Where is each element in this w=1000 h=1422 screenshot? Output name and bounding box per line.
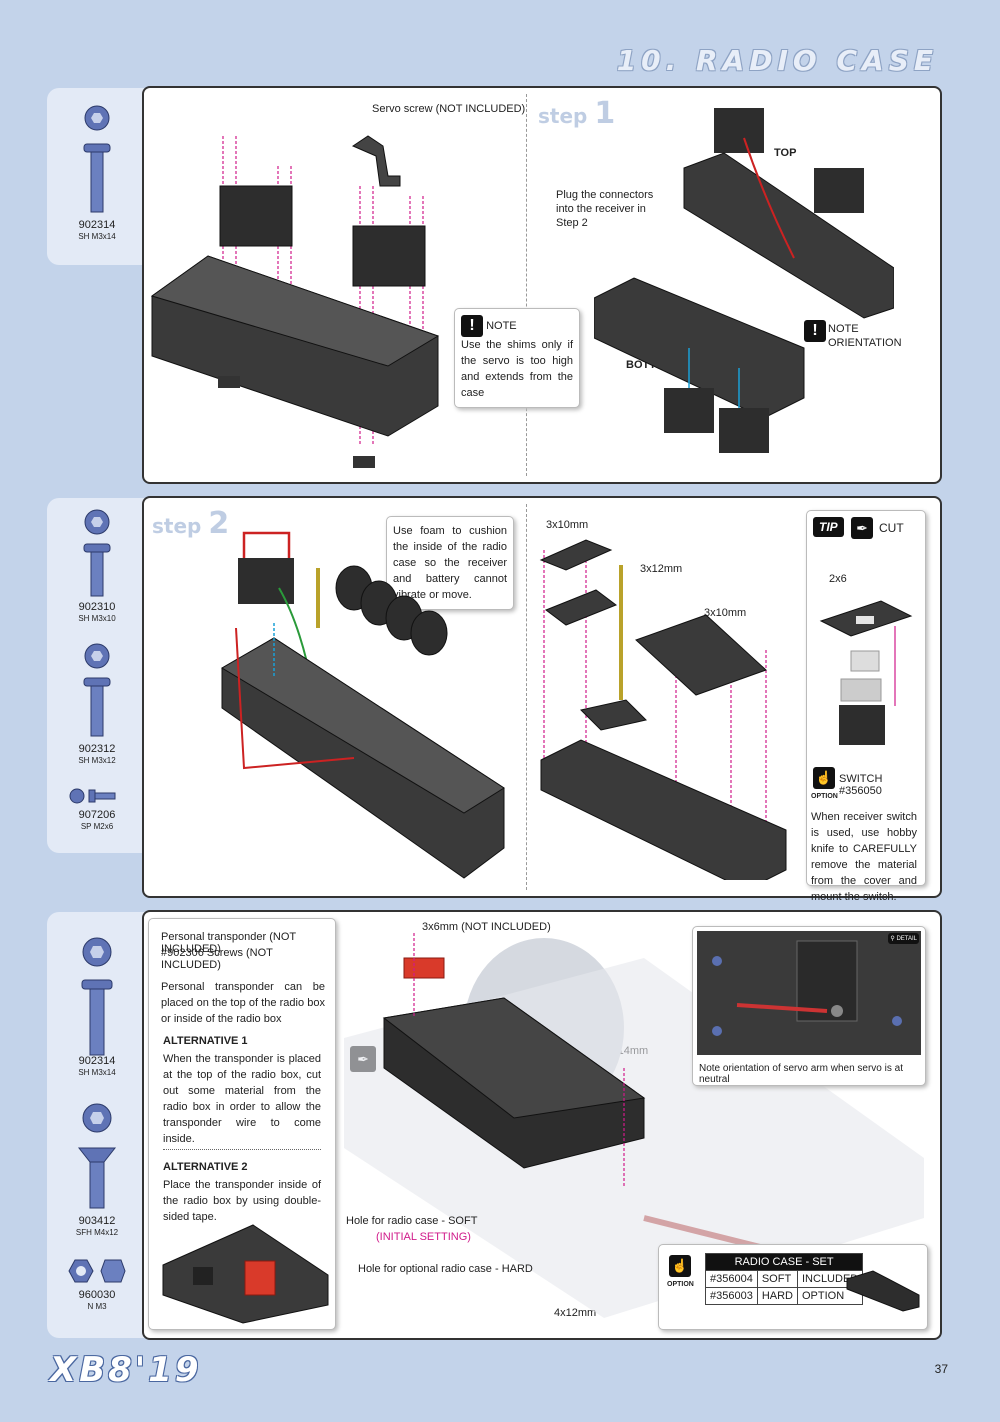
- note-text: Use the shims only if the servo is too h…: [461, 339, 573, 399]
- part-number: 902310: [78, 601, 116, 613]
- table-cell: #356004: [705, 1270, 758, 1288]
- screw-3x6-label: 3x6mm (NOT INCLUDED): [422, 921, 551, 933]
- hard-case-illustration: [846, 1270, 920, 1312]
- tip-cut-box: TIP ✒ CUT 2x6 ☝ SWITCH #356050 OPTION Wh…: [806, 510, 926, 903]
- part-number: 902314: [78, 1055, 116, 1067]
- part-spec: SH M3x10: [78, 614, 116, 623]
- tip-badge: TIP: [813, 517, 844, 537]
- footer-logo: XB8'19: [50, 1350, 202, 1390]
- panel-servo-install: Servo screw (NOT INCLUDED) ! NOTE Use th…: [142, 86, 942, 484]
- servo-case-illustration: [150, 135, 440, 468]
- part-spec: SH M3x14: [78, 232, 116, 241]
- screw-icon: [81, 937, 113, 1056]
- switch-label: SWITCH #356050: [839, 773, 883, 797]
- radio-case-cover-illustration: [539, 539, 787, 880]
- part-spec: SH M3x14: [78, 1068, 116, 1077]
- chassis-illustration: [344, 933, 924, 1318]
- note-orientation-label: NOTE ORIENTATION: [828, 323, 902, 349]
- hole-hard-label: Hole for optional radio case - HARD: [358, 1263, 533, 1275]
- warning-icon: !: [804, 320, 826, 342]
- radio-box-inside-illustration: [162, 1224, 329, 1324]
- option-label: OPTION: [667, 1281, 694, 1288]
- table-cell: OPTION: [796, 1287, 864, 1305]
- screw-icon: [83, 105, 111, 213]
- alternative-1-text: When the transponder is placed at the to…: [163, 1053, 321, 1145]
- table-cell: SOFT: [756, 1270, 799, 1288]
- small-screw-icon: [69, 788, 116, 804]
- alternative-2-text: Place the transponder inside of the radi…: [163, 1179, 321, 1223]
- transponder-label-1: Personal transponder (NOT INCLUDED): [161, 931, 296, 955]
- screw-3x12-label: 3x12mm: [640, 563, 683, 575]
- step-word: step: [152, 514, 202, 538]
- step-number: 2: [208, 506, 230, 541]
- screw-4x12-label: 4x12mm: [554, 1307, 597, 1319]
- alternative-1-heading: ALTERNATIVE 1: [163, 1035, 248, 1047]
- screw-3x10-label-2: 3x10mm: [704, 607, 747, 619]
- screw-3x10-label: 3x10mm: [546, 519, 589, 531]
- part-number: 960030: [78, 1289, 116, 1301]
- nut-icon: [68, 1259, 126, 1283]
- servo-screw-label: Servo screw (NOT INCLUDED): [372, 103, 526, 115]
- transponder-label-2: #902306 Screws (NOT INCLUDED): [161, 947, 273, 971]
- switch-instructions: When receiver switch is used, use hobby …: [811, 811, 917, 903]
- detail-note: Note orientation of servo arm when servo…: [699, 1063, 903, 1085]
- alternative-2-heading: ALTERNATIVE 2: [163, 1161, 248, 1173]
- magnifier-icon: ⚲ DETAIL: [888, 933, 919, 944]
- screw-icon: [83, 643, 111, 737]
- flat-head-screw-icon: [77, 1103, 117, 1209]
- step-1-heading: step 1: [538, 96, 615, 131]
- shim-note: ! NOTE Use the shims only if the servo i…: [454, 308, 580, 408]
- step-number: 1: [594, 96, 616, 131]
- switch-mount-illustration: [819, 600, 913, 745]
- page-title: 10. RADIO CASE: [616, 44, 938, 77]
- transponder-description: Personal transponder can be placed on th…: [161, 981, 325, 1025]
- screw-icon: [83, 509, 111, 597]
- panel-transponder: Personal transponder (NOT INCLUDED) #902…: [142, 910, 942, 1340]
- part-number: 902312: [78, 743, 116, 755]
- plug-connectors-label: Plug the connectors into the receiver in…: [556, 189, 654, 229]
- top-label: TOP: [774, 147, 797, 159]
- part-spec: SH M3x12: [78, 756, 116, 765]
- step-word: step: [538, 104, 588, 128]
- foam-note: Use foam to cushion the inside of the ra…: [386, 516, 514, 610]
- servo-arm-detail-illustration: [697, 931, 921, 1055]
- note-title: NOTE: [486, 319, 517, 332]
- part-number: 902314: [78, 219, 116, 231]
- page-number: 37: [934, 1362, 948, 1376]
- part-number: 903412: [78, 1215, 116, 1227]
- detail-box: ⚲ DETAIL Note orientation of servo arm w…: [692, 926, 926, 1086]
- table-cell: #356003: [705, 1287, 758, 1305]
- warning-icon: !: [461, 315, 483, 337]
- hole-soft-label: Hole for radio case - SOFT: [346, 1215, 478, 1227]
- thumbs-up-icon: ☝: [669, 1255, 691, 1277]
- receiver-battery-illustration: [221, 531, 505, 879]
- initial-setting-label: (INITIAL SETTING): [376, 1231, 471, 1243]
- panel-receiver-battery: step 2 Use foam to cushion the inside of…: [142, 496, 942, 903]
- transponder-note-box: Personal transponder (NOT INCLUDED) #902…: [148, 918, 336, 1330]
- step-2-heading: step 2: [152, 506, 229, 541]
- knife-icon: ✒: [851, 517, 873, 539]
- note-orientation: !: [804, 320, 826, 342]
- part-spec: SFH M4x12: [75, 1228, 119, 1237]
- divider: [163, 1149, 321, 1150]
- table-cell: HARD: [756, 1287, 799, 1305]
- part-number: 907206: [78, 809, 116, 821]
- screw-2x6-label: 2x6: [829, 573, 847, 585]
- part-spec: SP M2x6: [80, 822, 114, 831]
- cut-label: CUT: [879, 521, 904, 535]
- table-title: RADIO CASE - SET: [704, 1253, 864, 1271]
- thumbs-up-icon: ☝: [813, 767, 835, 789]
- radio-case-top-bottom-illustration: [594, 108, 894, 453]
- part-spec: N M3: [87, 1302, 107, 1311]
- option-label: OPTION: [811, 793, 838, 800]
- detail-label: DETAIL: [896, 936, 917, 942]
